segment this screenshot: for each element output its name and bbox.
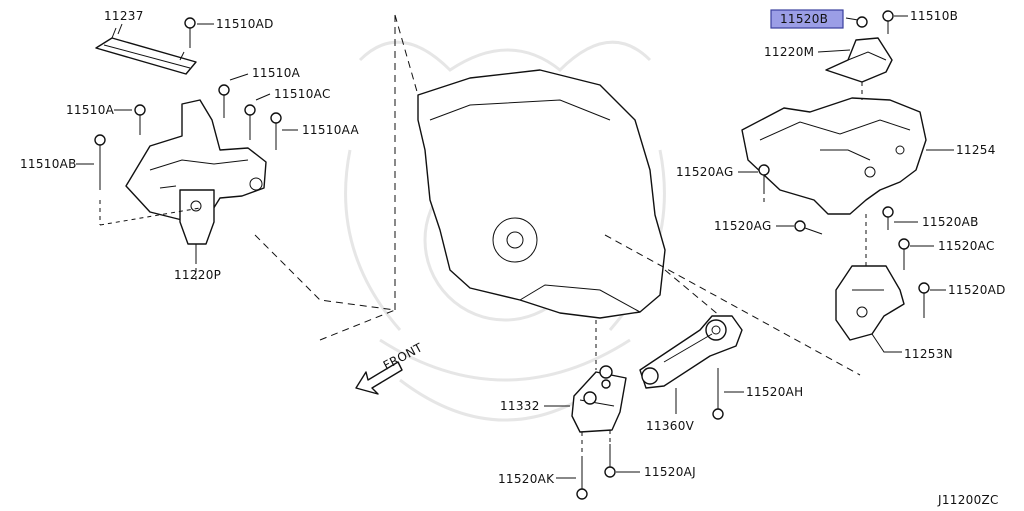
bolt-11510AC [244,104,256,140]
diagram-id: J11200ZC [937,493,999,507]
part-label-11520AC[interactable]: 11520AC [938,239,995,253]
bolt-11510B [882,10,894,34]
bolt-11520AH [712,368,724,420]
bracket-11237 [95,27,197,75]
part-label-11520AG-lower[interactable]: 11520AG [714,219,772,233]
bolt-11520AC [898,238,910,270]
part-label-11510AA[interactable]: 11510AA [302,123,360,137]
leader-11510AC [255,93,271,101]
engine-to-right-mount [604,234,861,376]
highlight-11520B [770,9,844,29]
part-label-11220P[interactable]: 11220P [174,268,221,282]
mount-11332 [571,365,627,433]
leader-11520B [845,17,859,21]
mount-11220P [125,99,267,245]
torque-rod-11360V [639,315,743,389]
nut-11520B [856,16,868,28]
bolt-11520AD [918,282,930,318]
torque-rod-ref-line [664,269,721,317]
leader-11237 [117,23,123,35]
part-label-11520AD[interactable]: 11520AD [948,283,1006,297]
engine-ref-line-top [394,14,419,96]
bolt-11510AB [94,134,106,225]
bolt-11520AB [882,206,894,230]
bolt-11520AK [576,456,588,500]
engine-ref-line-bottom [319,309,396,341]
part-label-11360V[interactable]: 11360V [646,419,695,433]
bolt-11510A-upper [218,84,230,118]
mount-11253N [835,265,905,341]
part-label-11510A-left[interactable]: 11510A [66,103,115,117]
bolt-11520AG-lower [794,220,823,235]
part-label-11253N[interactable]: 11253N [904,347,953,361]
part-label-11520AK[interactable]: 11520AK [498,472,555,486]
mount-11220M [825,37,893,83]
part-label-11520B[interactable]: 11520B [780,12,828,26]
part-label-11254[interactable]: 11254 [956,143,996,157]
right-mount-ref-dashes [763,82,867,266]
part-label-11520AG-upper[interactable]: 11520AG [676,165,734,179]
lower-mount-ref-dashes [581,320,611,456]
part-label-11510A-upper[interactable]: 11510A [252,66,301,80]
part-label-11220M[interactable]: 11220M [764,45,814,59]
bolt-11510A-left [134,104,146,135]
part-label-11520AB[interactable]: 11520AB [922,215,979,229]
part-label-11510B[interactable]: 11510B [910,9,958,23]
bolt-11520AG-upper [758,164,770,190]
bolt-11510AD [184,17,196,48]
engine-block [417,69,666,319]
engine-to-left-mount [254,234,396,311]
left-mount-ref-dashes [99,207,201,280]
part-label-11520AJ[interactable]: 11520AJ [644,465,696,479]
leader-11220M [817,49,851,53]
part-label-11510AD[interactable]: 11510AD [216,17,274,31]
part-label-11520AH[interactable]: 11520AH [746,385,804,399]
part-label-11332[interactable]: 11332 [500,399,540,413]
leader-11253N [871,333,902,353]
bracket-11254 [741,97,927,215]
part-label-11510AC[interactable]: 11510AC [274,87,331,101]
part-label-11510AB[interactable]: 11510AB [20,157,77,171]
bolt-11510AA [270,112,282,150]
leader-11510A-upper [229,73,249,81]
bolt-11520AJ [604,444,616,478]
part-label-11237[interactable]: 11237 [104,9,144,23]
front-arrow-icon [355,361,403,395]
